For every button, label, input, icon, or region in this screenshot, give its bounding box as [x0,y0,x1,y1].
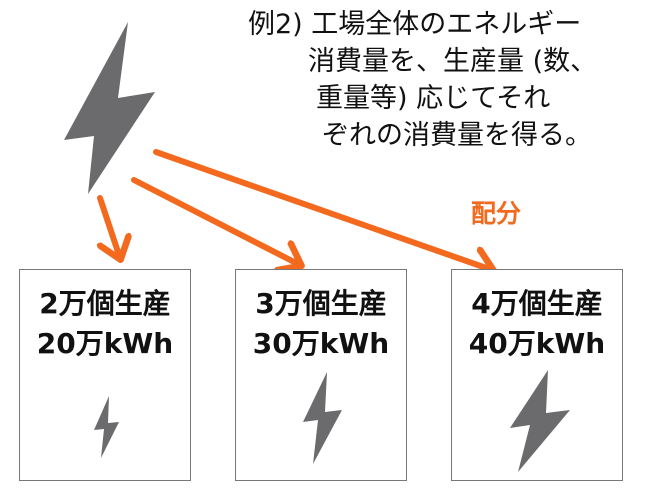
arrow-to-box-1 [100,195,120,258]
caption-line-4: ぞれの消費量を得る。 [322,120,592,151]
source-lightning-bolt-icon [64,22,155,194]
arrow-to-box-3 [153,149,492,270]
arrow-to-box-2 [131,177,300,265]
caption-line-3: 重量等) 応じてそれ [316,83,551,114]
distribution-label: 配分 [471,199,522,228]
caption-line-1: 例2) 工場全体のエネルギー [248,9,582,40]
box-2-production: 3万個生産 [255,287,387,320]
box-1-lightning-bolt-icon [94,396,119,458]
box-1-energy: 20万kWh [36,327,174,360]
box-2-lightning-bolt-icon [303,372,342,464]
product-box-3: 4万個生産 40万kWh [451,269,623,481]
box-3-energy: 40万kWh [468,327,606,360]
caption-text: 例2) 工場全体のエネルギー 消費量を、生産量 (数、 重量等) 応じてそれ ぞ… [190,6,650,154]
product-box-2: 3万個生産 30万kWh [235,269,407,481]
box-1-production: 2万個生産 [39,287,171,320]
caption-line-2: 消費量を、生産量 (数、 [308,46,598,77]
product-box-1: 2万個生産 20万kWh [19,269,191,481]
box-3-production: 4万個生産 [471,287,603,320]
box-2-energy: 30万kWh [252,327,390,360]
box-3-lightning-bolt-icon [510,370,570,472]
